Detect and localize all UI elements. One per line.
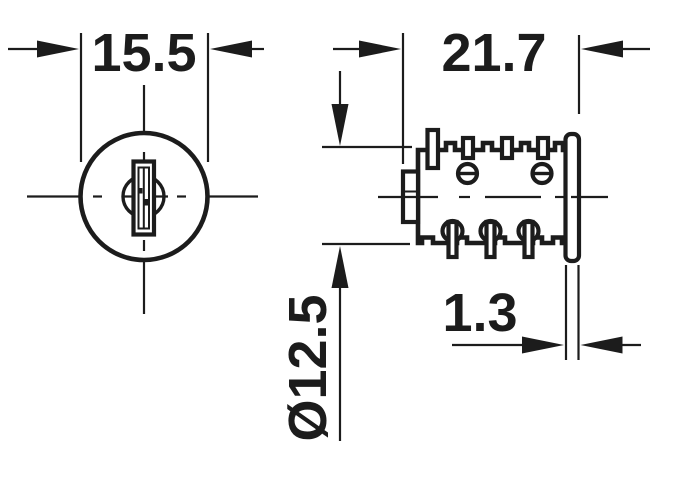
arrowhead-left-icon [580, 336, 623, 354]
arrowhead-up-icon [331, 246, 349, 288]
arrowhead-right-icon [359, 40, 401, 58]
tumbler-pin [460, 135, 476, 161]
detent-hole [455, 161, 480, 186]
keyhole-notch [137, 188, 143, 194]
spring-pin [440, 218, 465, 260]
dimension-label-side-length: 21.7 [441, 23, 546, 83]
dimension-label-front-width: 15.5 [91, 23, 196, 83]
spring-pin-stem [484, 219, 497, 260]
tumbler-pin [499, 135, 515, 161]
arrowhead-left-icon [581, 40, 623, 58]
spring-pin [478, 218, 503, 260]
dimension-label-flange-thickness: 1.3 [442, 283, 517, 343]
dimension-diameter: Ø12.5 [278, 71, 412, 442]
arrowhead-right-icon [522, 336, 564, 354]
dimension-front-width: 15.5 [8, 23, 264, 162]
keyhole [131, 159, 157, 237]
tumbler-pin [425, 127, 441, 171]
arrowhead-left-icon [210, 40, 252, 58]
spring-pin-stem [522, 219, 535, 260]
dimension-label-diameter: Ø12.5 [278, 294, 338, 441]
tumbler-pin [535, 135, 551, 161]
spring-pin [516, 218, 541, 260]
dimension-flange-thickness: 1.3 [442, 265, 641, 360]
spring-pin-stem [446, 219, 459, 260]
dimension-side-length: 21.7 [333, 23, 650, 164]
arrowhead-right-icon [37, 40, 79, 58]
detent-hole [530, 161, 554, 186]
arrowhead-down-icon [331, 104, 349, 146]
front-view [27, 85, 258, 314]
keyhole-notch [143, 199, 150, 206]
side-view [378, 127, 608, 264]
